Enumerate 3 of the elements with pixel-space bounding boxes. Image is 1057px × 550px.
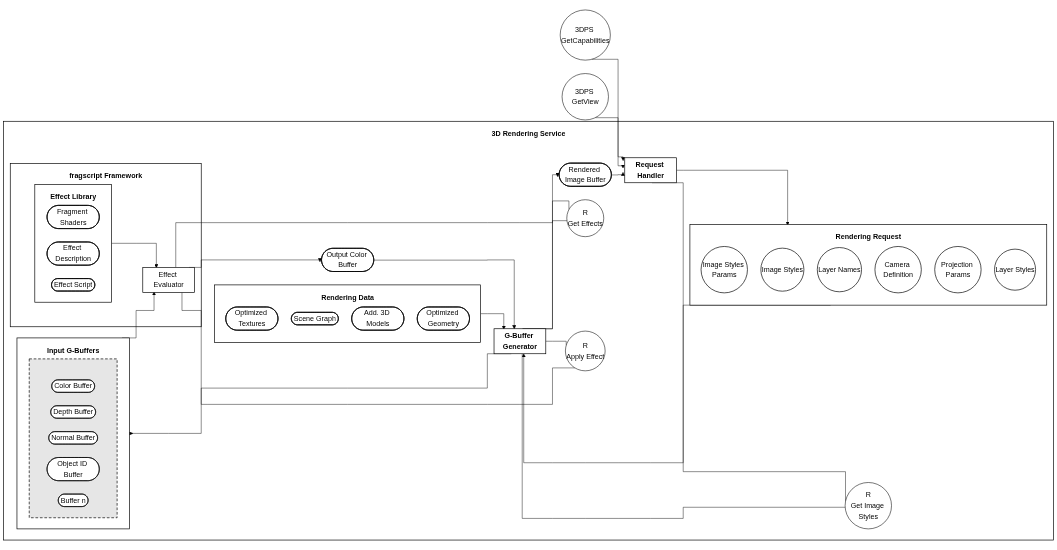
connector [522,353,846,519]
cluster [28,358,118,519]
connector [181,292,576,405]
